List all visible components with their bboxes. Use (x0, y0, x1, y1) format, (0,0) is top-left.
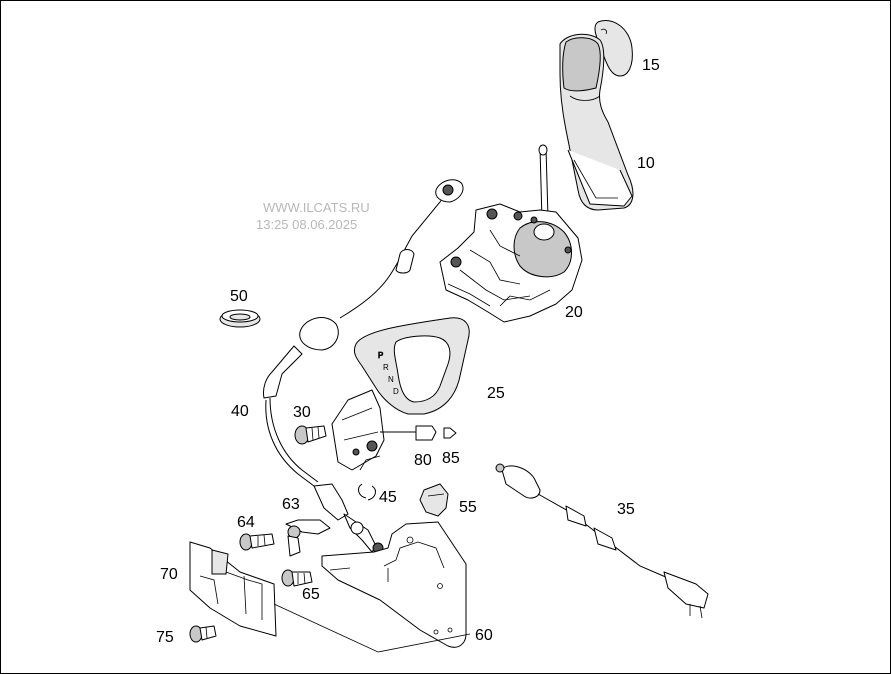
label-15[interactable]: 15 (642, 57, 660, 74)
label-10[interactable]: 10 (637, 155, 655, 172)
part-65-screw[interactable] (281, 569, 313, 587)
part-64-screw[interactable] (239, 533, 275, 551)
label-64[interactable]: 64 (237, 514, 255, 531)
label-70[interactable]: 70 (160, 566, 178, 583)
part-30-bolt[interactable] (294, 425, 327, 445)
label-65[interactable]: 65 (302, 586, 320, 603)
part-labels: 15 10 20 50 25 40 30 80 85 45 55 35 63 6… (156, 57, 660, 646)
part-63-lever-clip[interactable] (285, 519, 331, 557)
part-40-shift-cable[interactable] (263, 179, 464, 554)
label-35[interactable]: 35 (617, 501, 635, 518)
watermark-timestamp: 13:25 08.06.2025 (256, 217, 357, 232)
label-25[interactable]: 25 (487, 385, 505, 402)
label-55[interactable]: 55 (459, 499, 477, 516)
part-55-cable-clip[interactable] (419, 483, 449, 517)
label-75[interactable]: 75 (156, 629, 174, 646)
part-25-gear-indicator-cover[interactable]: P R N D (353, 317, 470, 415)
part-50-grommet-seal[interactable] (219, 309, 261, 328)
indicator-letter-p: P (378, 351, 383, 360)
part-80-bulb-socket[interactable] (380, 425, 437, 441)
part-20-shifter-assembly[interactable] (439, 144, 583, 323)
indicator-letter-r: R (383, 363, 389, 372)
part-35-sensor-harness[interactable] (495, 463, 709, 619)
label-40[interactable]: 40 (231, 403, 249, 420)
part-60-mounting-bracket[interactable] (321, 521, 467, 648)
label-63[interactable]: 63 (282, 496, 300, 513)
part-75-bolt[interactable] (189, 625, 217, 643)
label-45[interactable]: 45 (379, 489, 397, 506)
label-50[interactable]: 50 (230, 288, 248, 305)
leader-lines (273, 603, 471, 653)
label-20[interactable]: 20 (565, 304, 583, 321)
indicator-letter-d: D (393, 387, 399, 396)
lighting-module[interactable] (331, 389, 385, 471)
label-30[interactable]: 30 (293, 404, 311, 421)
label-80[interactable]: 80 (414, 452, 432, 469)
part-85-bulb[interactable] (443, 427, 457, 439)
indicator-letter-n: N (388, 375, 394, 384)
watermark-site: WWW.ILCATS.RU (263, 200, 370, 215)
part-10-shift-boot[interactable] (559, 33, 634, 211)
part-45-retaining-clip[interactable] (358, 483, 376, 501)
label-85[interactable]: 85 (442, 450, 460, 467)
label-60[interactable]: 60 (475, 627, 493, 644)
part-70-control-module[interactable] (189, 541, 277, 637)
